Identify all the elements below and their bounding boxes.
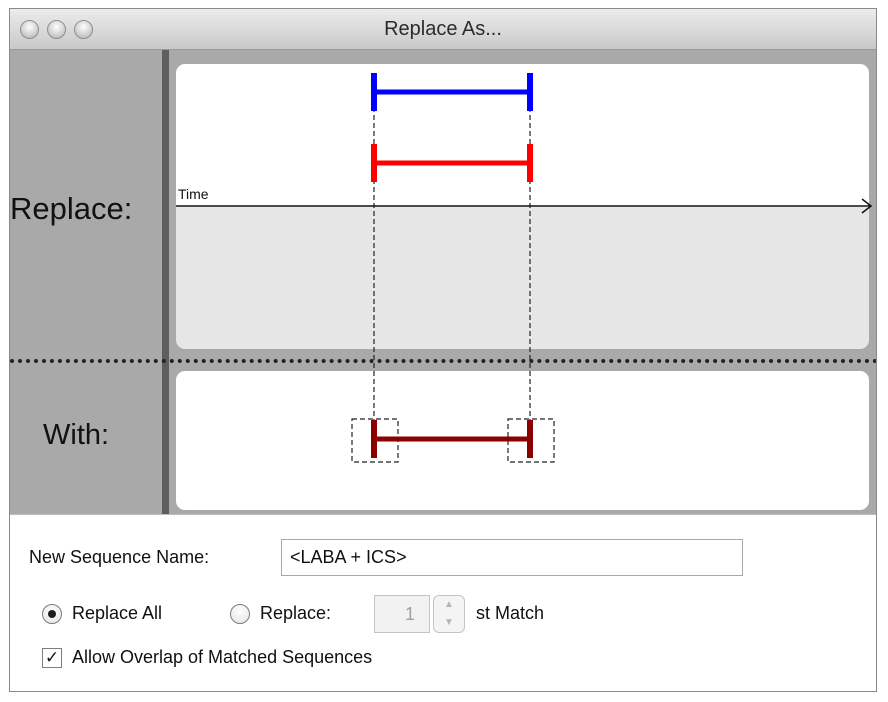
- minimize-window-button[interactable]: [47, 20, 66, 39]
- match-suffix-label: st Match: [476, 603, 545, 623]
- close-window-button[interactable]: [20, 20, 39, 39]
- replace-all-radio[interactable]: [42, 604, 62, 624]
- blue-interval[interactable]: [371, 73, 533, 111]
- allow-overlap-label[interactable]: Allow Overlap of Matched Sequences: [72, 647, 373, 667]
- timeline-drawing: Time: [176, 73, 873, 463]
- title-bar: Replace As...: [10, 9, 876, 50]
- checkmark-icon: ✓: [44, 648, 60, 667]
- red-interval[interactable]: [371, 144, 533, 182]
- time-axis: Time: [176, 186, 873, 214]
- replace-all-label[interactable]: Replace All: [72, 603, 163, 623]
- column-divider: [162, 50, 169, 514]
- radio-selected-dot: [48, 610, 56, 618]
- replace-nth-radio[interactable]: [230, 604, 250, 624]
- section-separator: [10, 359, 876, 363]
- replace-nth-label[interactable]: Replace:: [260, 603, 332, 623]
- with-label: With:: [43, 419, 110, 451]
- replace-as-window: Replace As... Replace: With: Time: [9, 8, 877, 692]
- stepper-down-icon[interactable]: ▼: [444, 617, 454, 628]
- label-column: [10, 50, 162, 514]
- sequence-name-input[interactable]: [281, 539, 743, 576]
- match-number-stepper[interactable]: ▲ ▼: [433, 595, 465, 633]
- allow-overlap-checkbox[interactable]: ✓: [42, 648, 62, 668]
- match-number-field[interactable]: 1: [374, 595, 430, 633]
- sequence-name-label: New Sequence Name:: [29, 547, 210, 567]
- replacement-interval[interactable]: [351, 418, 555, 463]
- options-area: New Sequence Name: Replace All Replace: …: [10, 514, 876, 691]
- time-axis-label: Time: [178, 186, 209, 202]
- axis-arrow-icon: [861, 198, 873, 214]
- zoom-window-button[interactable]: [74, 20, 93, 39]
- window-title: Replace As...: [384, 18, 502, 40]
- replace-label: Replace:: [10, 191, 133, 226]
- stepper-up-icon[interactable]: ▲: [444, 599, 454, 610]
